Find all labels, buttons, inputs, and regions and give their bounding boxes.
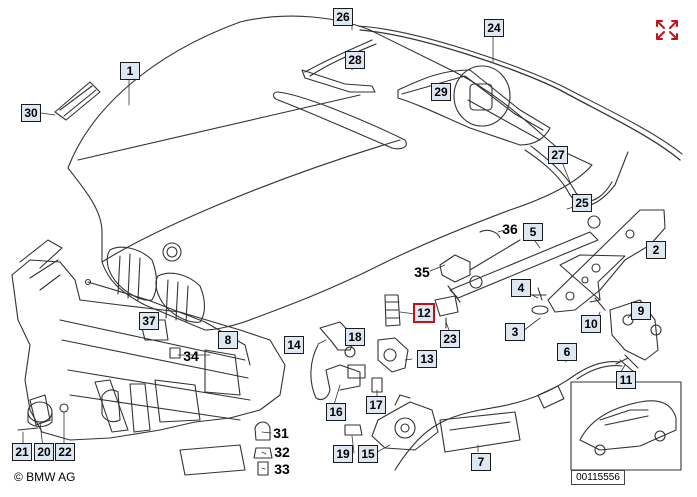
- part-label: 36: [502, 221, 518, 237]
- part-label[interactable]: 18: [345, 328, 365, 346]
- part-label[interactable]: 23: [440, 330, 460, 348]
- part-label[interactable]: 9: [631, 302, 651, 320]
- part-label[interactable]: 14: [284, 336, 304, 354]
- part-label[interactable]: 4: [511, 279, 531, 297]
- part-label[interactable]: 15: [358, 445, 378, 463]
- copyright-text: © BMW AG: [14, 470, 76, 484]
- hood-outline: [67, 15, 593, 331]
- part-label[interactable]: 8: [218, 331, 238, 349]
- hinge-right: [547, 209, 666, 313]
- part-label: 32: [274, 444, 290, 460]
- grip-30: [54, 81, 101, 121]
- part-label: 31: [273, 425, 289, 441]
- inset-frame: [570, 381, 682, 471]
- part-label[interactable]: 26: [333, 8, 353, 26]
- reference-number: 00115556: [571, 470, 625, 485]
- part-label[interactable]: 7: [471, 453, 491, 471]
- part-label[interactable]: 5: [523, 223, 543, 241]
- part-label[interactable]: 1: [120, 62, 140, 80]
- hood-vent-slot: [272, 91, 407, 150]
- part-label[interactable]: 25: [572, 194, 592, 212]
- part-label[interactable]: 24: [484, 19, 504, 37]
- part-label[interactable]: 37: [139, 312, 159, 330]
- part-label[interactable]: 2: [646, 241, 666, 259]
- part-label-highlighted[interactable]: 12: [413, 303, 435, 323]
- part-label[interactable]: 13: [417, 350, 437, 368]
- part-label[interactable]: 17: [366, 396, 386, 414]
- hood-bumper: [384, 294, 401, 327]
- catch-bracket: [377, 337, 409, 373]
- release-cable: [439, 411, 521, 453]
- safety-catch: [310, 344, 361, 401]
- bmw-roundel: [162, 242, 182, 262]
- part-label[interactable]: 16: [326, 403, 346, 421]
- part-label[interactable]: 29: [431, 83, 451, 101]
- part-label[interactable]: 11: [616, 371, 636, 389]
- part-label: 35: [414, 264, 430, 280]
- expand-arrows-icon[interactable]: [654, 18, 680, 42]
- kidney-grille-right: [155, 272, 206, 323]
- bowden-cable: [394, 361, 621, 471]
- kidney-grille-left: [106, 246, 158, 301]
- part-label[interactable]: 20: [34, 443, 54, 461]
- front-carrier: [11, 259, 286, 441]
- part-label[interactable]: 6: [557, 343, 577, 361]
- part-label: 33: [274, 461, 290, 477]
- part-label[interactable]: 30: [21, 104, 41, 122]
- part-label[interactable]: 19: [333, 445, 353, 463]
- part-label[interactable]: 21: [12, 443, 32, 461]
- part-label: 34: [183, 348, 199, 364]
- part-label[interactable]: 28: [345, 51, 365, 69]
- part-label[interactable]: 10: [581, 315, 601, 333]
- part-label[interactable]: 22: [55, 443, 75, 461]
- part-label[interactable]: 3: [505, 323, 525, 341]
- part-label[interactable]: 27: [548, 146, 568, 164]
- hood-lock: [371, 401, 439, 451]
